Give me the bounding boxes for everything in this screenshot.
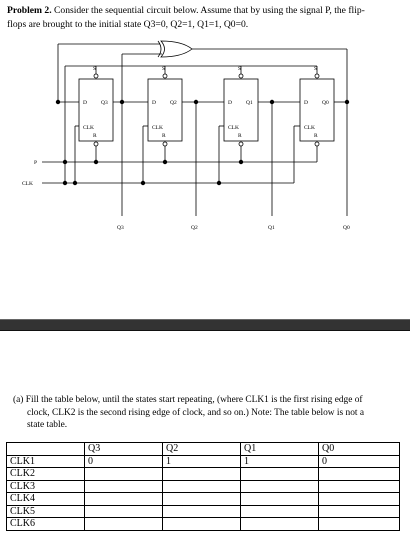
row-label: CLK4	[6, 492, 85, 506]
table-cell[interactable]	[84, 504, 163, 518]
ff0-q-label: Q0	[322, 100, 329, 106]
clock-state-table: Q3 Q2 Q1 Q0 CLK1 0 1 1 0 CLK2 CLK3 CLK4 …	[6, 442, 400, 531]
table-row: CLK4	[6, 492, 400, 506]
output-q0-label: Q0	[343, 225, 350, 231]
ff2-s-label: S	[162, 66, 165, 72]
flipflop-ff1	[223, 78, 259, 142]
flipflop-ff0	[299, 78, 335, 142]
table-cell[interactable]	[84, 467, 163, 481]
ff1-d-label: D	[228, 100, 232, 106]
row-label: CLK1	[6, 454, 85, 468]
table-cell[interactable]	[162, 479, 241, 493]
table-row: CLK1 0 1 1 0	[6, 454, 400, 468]
ff1-clk-label: CLK	[228, 125, 239, 131]
table-cell[interactable]	[84, 479, 163, 493]
table-cell[interactable]	[162, 517, 241, 531]
part-a-instructions: (a) Fill the table below, until the stat…	[7, 394, 403, 432]
problem-label: Problem 2.	[7, 5, 52, 16]
table-row: CLK2	[6, 467, 400, 481]
ff0-s-label: S	[314, 66, 317, 72]
ff2-d-label: D	[152, 100, 156, 106]
ff2-r-label: R	[162, 133, 166, 139]
ff1-q-label: Q1	[246, 100, 253, 106]
table-cell[interactable]: 1	[162, 454, 241, 468]
table-cell[interactable]	[240, 467, 319, 481]
input-clk-label: CLK	[22, 181, 33, 187]
table-cell[interactable]	[162, 467, 241, 481]
ff3-q-label: Q3	[101, 100, 108, 106]
ff2-q-label: Q2	[170, 100, 177, 106]
output-q2-label: Q2	[191, 225, 198, 231]
table-cell[interactable]	[318, 517, 400, 531]
input-p-label: P	[34, 160, 37, 166]
ff0-r-label: R	[314, 133, 318, 139]
row-label: CLK2	[6, 467, 85, 481]
section-divider	[0, 319, 410, 331]
part-a-line2: clock, CLK2 is the second rising edge of…	[27, 407, 364, 418]
table-cell[interactable]: 1	[240, 454, 319, 468]
problem-text-line2: flops are brought to the initial state Q…	[7, 18, 249, 30]
ff1-s-label: S	[238, 66, 241, 72]
table-cell[interactable]	[318, 467, 400, 481]
table-cell[interactable]	[162, 504, 241, 518]
table-header-row: Q3 Q2 Q1 Q0	[6, 442, 400, 456]
table-cell[interactable]	[318, 479, 400, 493]
row-label: CLK3	[6, 479, 85, 493]
ff0-clk-label: CLK	[304, 125, 315, 131]
output-q1-label: Q1	[268, 225, 275, 231]
flipflop-ff2	[147, 78, 183, 142]
flipflop-ff3	[78, 78, 114, 142]
ff3-d-label: D	[83, 100, 87, 106]
table-cell[interactable]	[318, 492, 400, 506]
table-cell[interactable]	[240, 517, 319, 531]
table-cell[interactable]	[162, 492, 241, 506]
table-cell[interactable]	[318, 504, 400, 518]
table-cell[interactable]	[240, 504, 319, 518]
table-header-cell: Q2	[162, 442, 241, 456]
part-a-line1: (a) Fill the table below, until the stat…	[13, 395, 363, 405]
table-header-cell: Q0	[318, 442, 400, 456]
table-row: CLK3	[6, 479, 400, 493]
ff3-r-label: R	[93, 133, 97, 139]
xor-gate	[157, 40, 193, 58]
ff2-clk-label: CLK	[152, 125, 163, 131]
problem-text-line1: Consider the sequential circuit below. A…	[51, 5, 365, 16]
ff1-r-label: R	[238, 133, 242, 139]
part-a-line3: state table.	[27, 420, 68, 431]
circuit-diagram: S D Q3 CLK R S D Q2 CLK R S D Q1 CLK R S…	[22, 40, 350, 231]
row-label: CLK5	[6, 504, 85, 518]
table-row: CLK5	[6, 504, 400, 518]
table-row: CLK6	[6, 517, 400, 531]
ff3-clk-label: CLK	[83, 125, 94, 131]
table-cell[interactable]	[84, 517, 163, 531]
table-cell[interactable]	[84, 492, 163, 506]
output-q3-label: Q3	[117, 225, 124, 231]
table-cell[interactable]	[240, 492, 319, 506]
problem-statement: Problem 2. Consider the sequential circu…	[7, 4, 405, 31]
row-label: CLK6	[6, 517, 85, 531]
table-cell[interactable]: 0	[318, 454, 400, 468]
ff0-d-label: D	[304, 100, 308, 106]
table-header-cell: Q1	[240, 442, 319, 456]
ff3-s-label: S	[93, 66, 96, 72]
table-header-cell: Q3	[84, 442, 163, 456]
table-cell[interactable]	[240, 479, 319, 493]
table-cell[interactable]: 0	[84, 454, 163, 468]
table-header-cell	[6, 442, 85, 456]
